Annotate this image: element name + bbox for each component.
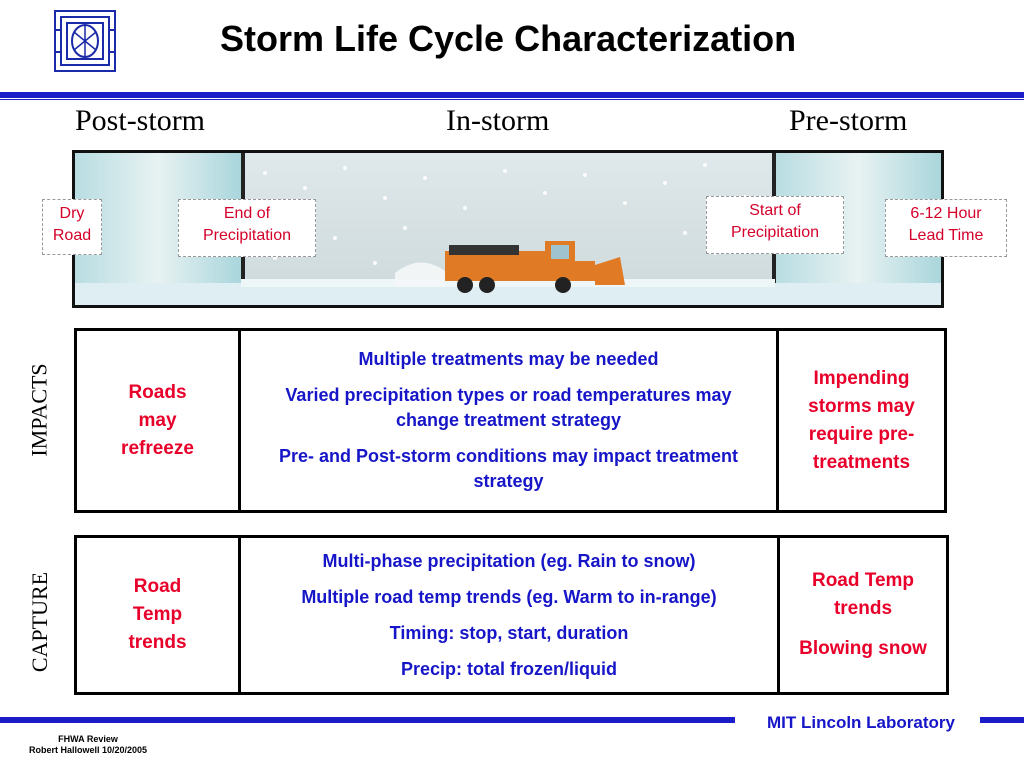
callout-line: Dry	[59, 205, 85, 222]
text-line: Precip: total frozen/liquid	[400, 658, 617, 679]
callout-start-of-precipitation: Start of Precipitation	[706, 196, 844, 254]
text-line: refreeze	[121, 437, 194, 459]
capture-table: Road Temp trends Multi-phase precipitati…	[74, 535, 949, 695]
capture-divider-left	[238, 538, 241, 692]
capture-label-wrap: CAPTURE	[10, 572, 70, 672]
callout-line: Precipitation	[202, 227, 292, 244]
text-line: Varied precipitation types or road tempe…	[285, 385, 732, 430]
text-line: trends	[128, 632, 187, 653]
text-line: require pre-	[808, 423, 915, 445]
callout-dry-road: Dry Road	[42, 199, 102, 255]
mit-ll-logo-icon	[54, 10, 116, 72]
capture-in-storm: Multi-phase precipitation (eg. Rain to s…	[241, 538, 777, 692]
impacts-in-storm: Multiple treatments may be needed Varied…	[241, 331, 776, 510]
text-line: Pre- and Post-storm conditions may impac…	[278, 446, 739, 491]
header-divider	[0, 92, 1024, 98]
callout-line: Precipitation	[730, 224, 820, 241]
header-divider-thin	[0, 99, 1024, 100]
text-line: Roads	[128, 381, 187, 403]
callout-line: Start of	[749, 202, 801, 219]
text-line: Road	[133, 576, 182, 597]
footer-divider-right	[980, 717, 1024, 723]
text-line: Temp	[132, 604, 183, 625]
text-line: Multiple road temp trends (eg. Warm to i…	[301, 586, 717, 607]
footer-review: FHWA Review	[58, 734, 118, 744]
impacts-divider-right	[776, 331, 779, 510]
callout-line: Road	[52, 227, 92, 244]
text-line: Impending	[813, 367, 910, 389]
impacts-divider-left	[238, 331, 241, 510]
text-line: Multiple treatments may be needed	[358, 349, 659, 369]
capture-label: CAPTURE	[27, 571, 52, 673]
text-line: storms may	[808, 395, 915, 417]
callout-line: 6-12 Hour	[910, 205, 982, 222]
impacts-post-storm: Roads may refreeze	[77, 331, 238, 510]
callout-line: End of	[223, 205, 271, 222]
page-title: Storm Life Cycle Characterization	[220, 18, 797, 59]
phase-post-storm: Post-storm	[75, 104, 206, 137]
callout-line: Lead Time	[908, 227, 984, 244]
impacts-label-wrap: IMPACTS	[10, 363, 70, 456]
callout-end-of-precipitation: End of Precipitation	[178, 199, 316, 257]
snowplow-truck-icon	[445, 241, 625, 293]
impacts-pre-storm: Impending storms may require pre- treatm…	[779, 331, 944, 510]
text-line: trends	[833, 598, 893, 619]
capture-pre-storm: Road Temp trends Blowing snow	[780, 538, 946, 692]
text-line: Blowing snow	[799, 638, 927, 659]
phase-in-storm: In-storm	[446, 104, 550, 137]
text-line: Timing: stop, start, duration	[389, 622, 629, 643]
text-line: treatments	[812, 451, 911, 473]
callout-lead-time: 6-12 Hour Lead Time	[885, 199, 1007, 257]
footer-lab-name: MIT Lincoln Laboratory	[767, 713, 955, 732]
capture-post-storm: Road Temp trends	[77, 538, 238, 692]
footer-author: Robert Hallowell 10/20/2005	[28, 745, 148, 755]
text-line: may	[138, 409, 177, 431]
capture-divider-right	[777, 538, 780, 692]
phase-pre-storm: Pre-storm	[789, 104, 908, 137]
impacts-label: IMPACTS	[27, 363, 52, 457]
text-line: Road Temp	[811, 570, 915, 591]
text-line: Multi-phase precipitation (eg. Rain to s…	[322, 550, 696, 571]
impacts-table: Roads may refreeze Multiple treatments m…	[74, 328, 947, 513]
footer-divider-left	[0, 717, 735, 723]
